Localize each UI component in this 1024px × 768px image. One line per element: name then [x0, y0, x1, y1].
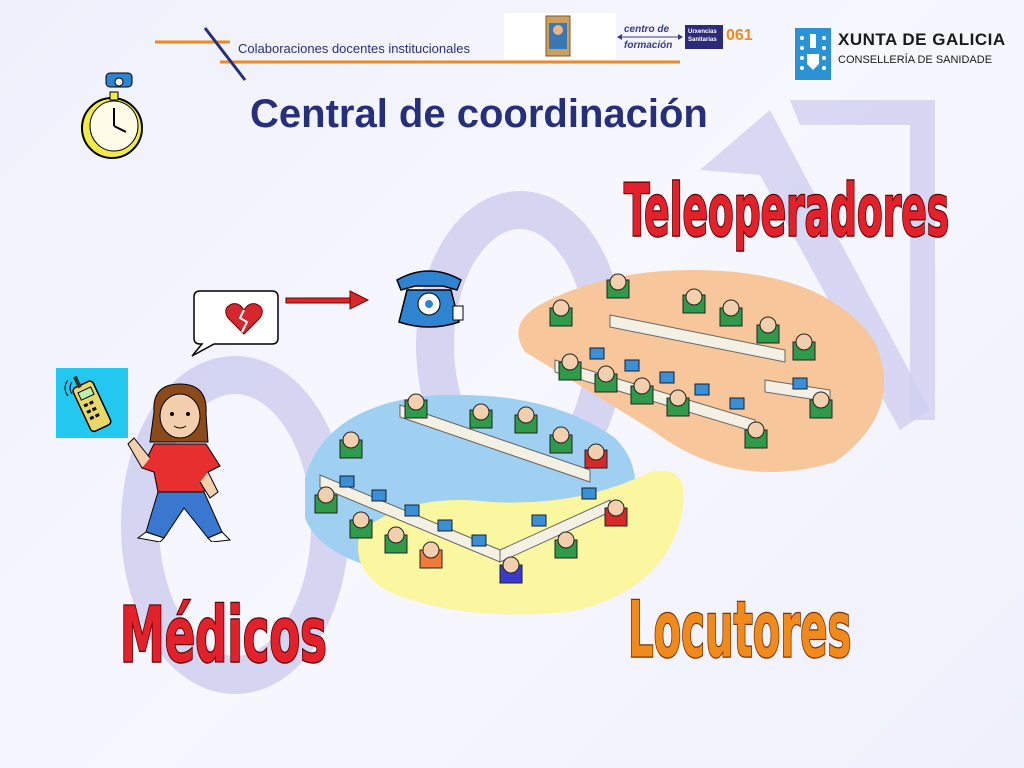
- broken-heart-icon: [225, 303, 263, 335]
- person-figure: [127, 383, 232, 542]
- red-arrow-icon: [285, 290, 370, 310]
- clock-phone-icon: [81, 72, 143, 159]
- teleoperadores-desks: [549, 273, 833, 449]
- formacion-text: formación: [624, 40, 673, 51]
- sanitarias-text: Sanitarias: [688, 37, 717, 43]
- label-teleoperadores: Teleoperadores: [623, 167, 950, 255]
- badge-061-text: 061: [726, 27, 753, 44]
- centro-de-text: centro de: [624, 24, 670, 35]
- label-locutores: Locutores: [627, 583, 852, 677]
- telephone-061-icon: [396, 270, 464, 328]
- xunta-subtitle: CONSELLERÍA DE SANIDADE: [838, 54, 993, 66]
- urxencias-badge: [685, 25, 723, 49]
- xunta-title: XUNTA DE GALICIA: [838, 30, 1006, 49]
- medicos-locutores-desks: [314, 393, 628, 584]
- label-medicos: Médicos: [119, 591, 327, 682]
- book-logo-icon: [504, 13, 616, 59]
- urxencias-text: Urxencias: [688, 29, 717, 35]
- collab-text: Colaboraciones docentes institucionales: [238, 41, 470, 56]
- page-title: Central de coordinación: [250, 92, 708, 136]
- mobile-phone-icon: [56, 368, 128, 438]
- centro-arrow-icon: [617, 34, 683, 40]
- header-decoration: [155, 27, 680, 81]
- xunta-shield-icon: [795, 28, 831, 80]
